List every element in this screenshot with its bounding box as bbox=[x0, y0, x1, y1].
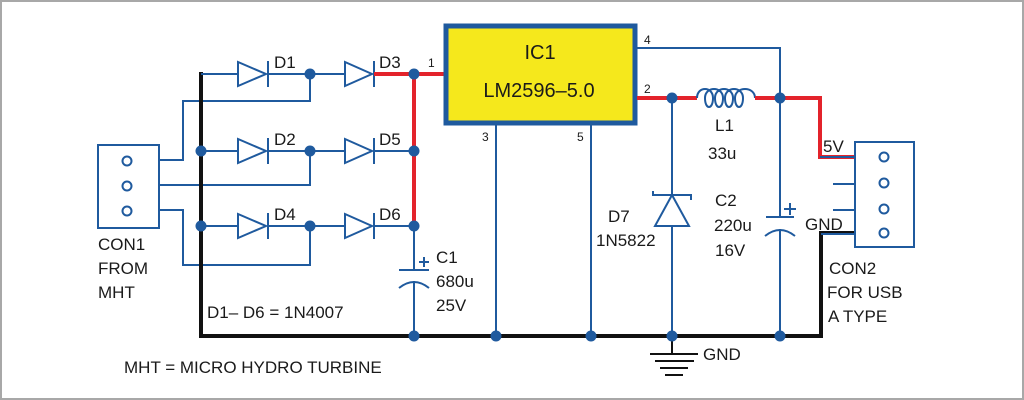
ic1-pin4-label: 4 bbox=[644, 33, 651, 47]
ic1-pin5-label: 5 bbox=[577, 130, 584, 144]
label-d7-part: 1N5822 bbox=[596, 231, 656, 250]
con1-body bbox=[97, 144, 160, 229]
con2-pin-2 bbox=[878, 177, 890, 189]
junction-dot bbox=[195, 220, 207, 232]
wire-con1-pin1 bbox=[159, 74, 311, 161]
junction-dot bbox=[666, 92, 678, 104]
con2-label-1: CON2 bbox=[829, 259, 876, 278]
capacitor-c2 bbox=[764, 98, 796, 336]
con1-label-2: FROM bbox=[98, 259, 148, 278]
diode-d2 bbox=[237, 137, 269, 165]
wire-con1-pin3 bbox=[159, 209, 311, 266]
ic1-pin1-label: 1 bbox=[428, 56, 435, 70]
diode-d3 bbox=[344, 60, 375, 88]
junction-dot bbox=[195, 145, 207, 157]
label-l1-ref: L1 bbox=[715, 116, 734, 135]
ground-icon bbox=[650, 336, 698, 376]
junction-dot bbox=[304, 68, 316, 80]
junction-dot bbox=[585, 330, 597, 342]
label-d5: D5 bbox=[379, 130, 401, 149]
con2-pin-4 bbox=[878, 227, 890, 239]
label-d7-ref: D7 bbox=[608, 207, 630, 226]
con2-label-3: A TYPE bbox=[828, 307, 887, 326]
junction-dot bbox=[774, 330, 786, 342]
junction-dot bbox=[408, 220, 420, 232]
wire-ic-pin4-feedback bbox=[637, 47, 781, 98]
wire-con1-pin2 bbox=[159, 151, 311, 186]
label-ground: GND bbox=[703, 345, 741, 364]
con1-pin-2 bbox=[121, 180, 133, 192]
diode-d4 bbox=[237, 212, 269, 240]
con2-usb-connector bbox=[821, 141, 915, 248]
label-c1-ref: C1 bbox=[436, 248, 458, 267]
diode-d6 bbox=[344, 212, 375, 240]
label-d3: D3 bbox=[379, 53, 401, 72]
label-c1-value: 680u bbox=[436, 272, 474, 291]
con1-pin-3 bbox=[121, 205, 133, 217]
ic1-pin3-label: 3 bbox=[482, 130, 489, 144]
junction-dot bbox=[408, 145, 420, 157]
label-5v: 5V bbox=[823, 137, 844, 156]
label-d1: D1 bbox=[274, 53, 296, 72]
diode-d5 bbox=[344, 137, 375, 165]
con2-pin-3 bbox=[878, 203, 890, 215]
diode-d1 bbox=[237, 60, 269, 88]
junction-dot bbox=[304, 145, 316, 157]
junction-dots bbox=[195, 68, 786, 342]
label-c1-voltage: 25V bbox=[436, 296, 467, 315]
junction-dot bbox=[774, 92, 786, 104]
ic1-body bbox=[443, 23, 638, 126]
legend-mht: MHT = MICRO HYDRO TURBINE bbox=[124, 358, 382, 377]
ic1-ref: IC1 bbox=[524, 42, 555, 64]
diode-note: D1– D6 = 1N4007 bbox=[207, 303, 344, 322]
label-c2-voltage: 16V bbox=[715, 241, 746, 260]
capacitor-c1 bbox=[398, 226, 430, 336]
label-d2: D2 bbox=[274, 130, 296, 149]
label-c2-ref: C2 bbox=[715, 191, 737, 210]
con2-pin-1 bbox=[878, 151, 890, 163]
con2-body bbox=[854, 141, 915, 248]
junction-dot bbox=[408, 68, 420, 80]
junction-dot bbox=[666, 330, 678, 342]
label-l1-value: 33u bbox=[708, 144, 736, 163]
con1-pin-1 bbox=[121, 155, 133, 167]
con1-label-3: MHT bbox=[98, 283, 135, 302]
con2-label-2: FOR USB bbox=[827, 283, 903, 302]
junction-dot bbox=[304, 220, 316, 232]
label-con2-gnd: GND bbox=[805, 215, 843, 234]
ic1-pin2-label: 2 bbox=[644, 82, 651, 96]
ic1-regulator bbox=[443, 23, 638, 126]
inductor-l1 bbox=[696, 88, 756, 108]
con1-connector bbox=[97, 144, 160, 229]
ic1-part: LM2596–5.0 bbox=[483, 80, 594, 102]
junction-dot bbox=[490, 330, 502, 342]
label-d6: D6 bbox=[379, 205, 401, 224]
diode-d7 bbox=[652, 191, 692, 227]
con1-label-1: CON1 bbox=[98, 235, 145, 254]
label-c2-value: 220u bbox=[714, 216, 752, 235]
label-d4: D4 bbox=[274, 205, 296, 224]
junction-dot bbox=[408, 330, 420, 342]
